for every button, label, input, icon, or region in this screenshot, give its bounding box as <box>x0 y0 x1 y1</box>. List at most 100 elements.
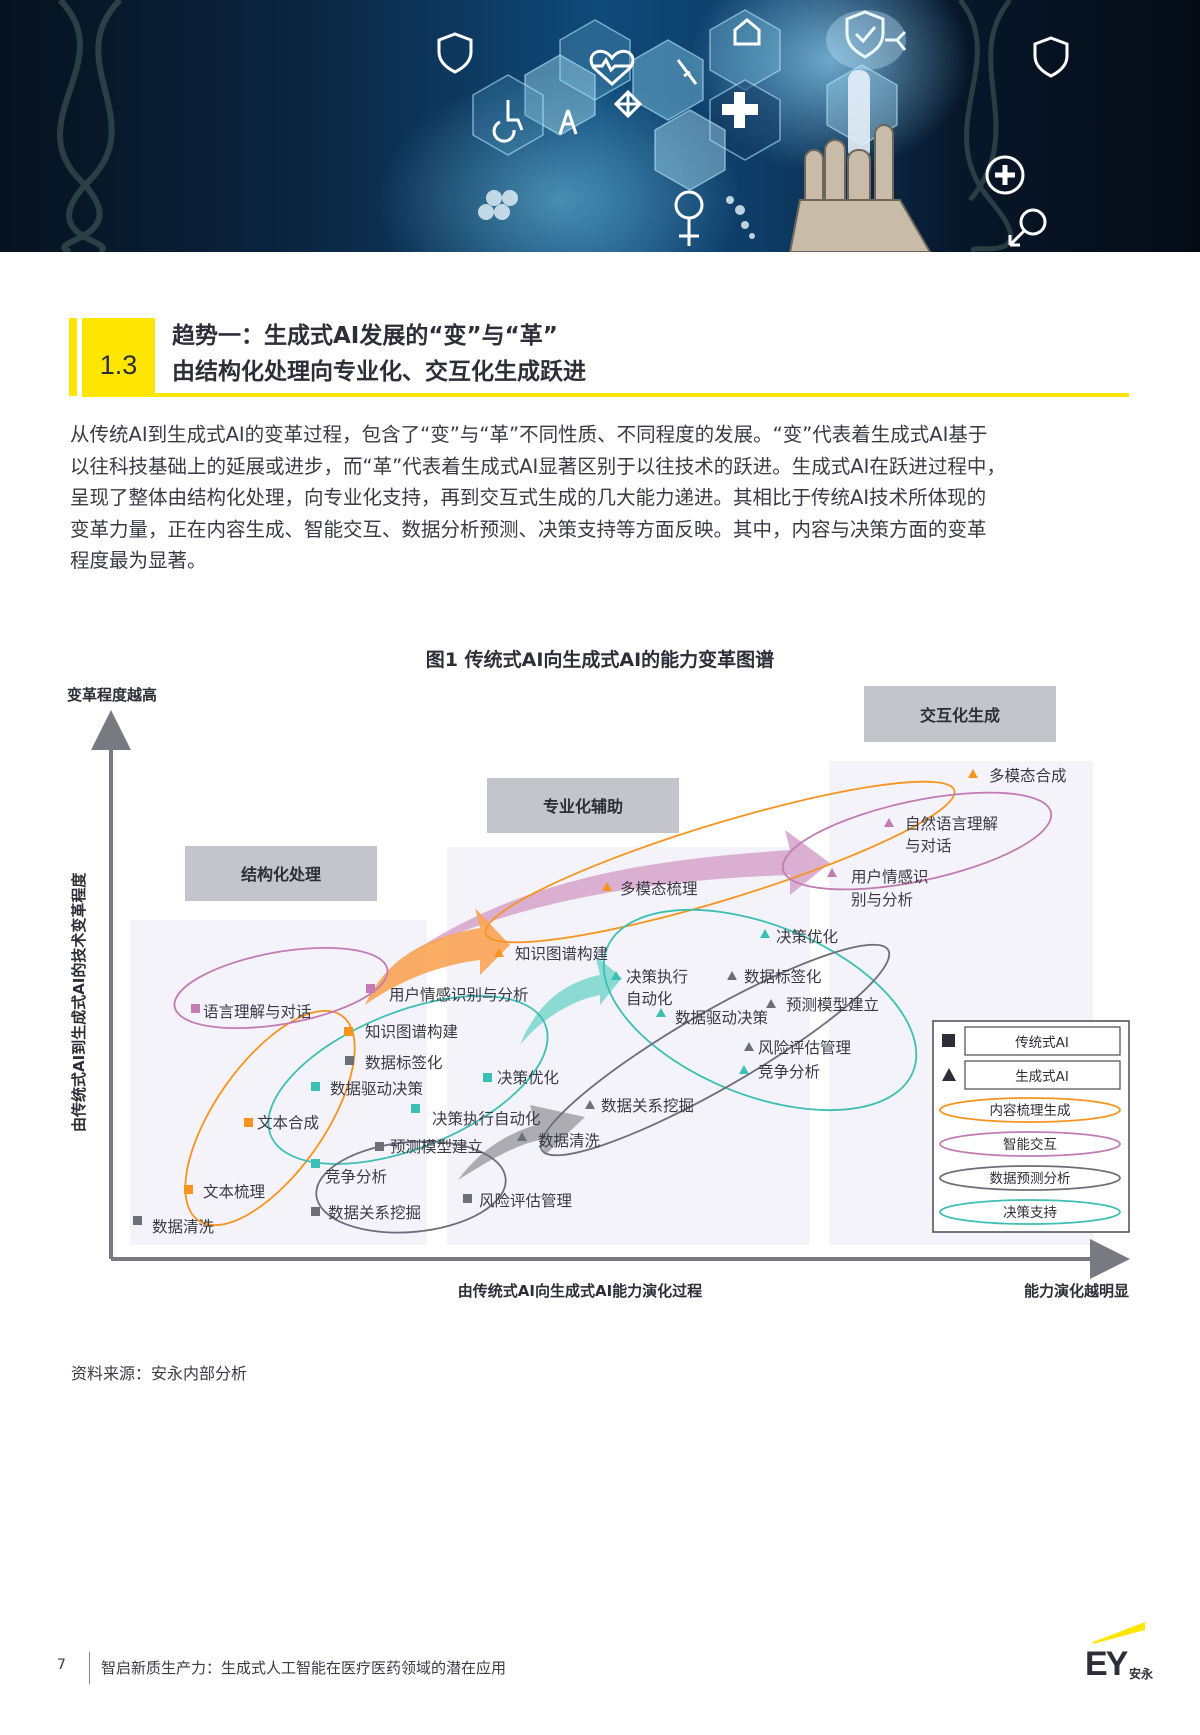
marker-square <box>133 1216 142 1225</box>
legend-square-icon <box>942 1034 955 1047</box>
source-note: 资料来源：安永内部分析 <box>71 1364 248 1383</box>
stage3-header-box <box>864 686 1056 742</box>
legend-label: 智能交互 <box>1003 1136 1057 1153</box>
point-label: 决策优化 <box>776 928 838 946</box>
marker-square <box>463 1194 472 1203</box>
content-ellipse <box>184 1009 356 1227</box>
point-label: 决策优化 <box>497 1069 559 1087</box>
marker-square <box>184 1185 193 1194</box>
accent-bar <box>69 318 77 396</box>
marker-triangle <box>766 999 776 1008</box>
body-line: 呈现了整体由结构化处理，向专业化支持，再到交互式生成的几大能力递进。其相比于传统… <box>70 486 987 509</box>
legend-ellipse-interaction <box>939 1131 1121 1157</box>
marker-triangle <box>656 1008 666 1017</box>
marker-square <box>411 1104 420 1113</box>
body-line: 以往科技基础上的延展或进步，而“革”代表着生成式AI显著区别于以往技术的跃进。生… <box>70 454 1006 478</box>
marker-triangle <box>611 971 621 980</box>
robot-hand-icon <box>788 124 932 252</box>
point-label: 别与分析 <box>851 891 913 909</box>
body-line: 变革力量，正在内容生成、智能交互、数据分析预测、决策支持等方面反映。其中，内容与… <box>70 517 987 541</box>
point-label: 数据驱动决策 <box>330 1080 423 1098</box>
interaction-ellipse <box>173 946 389 1030</box>
marker-triangle <box>744 1042 754 1051</box>
point-label: 用户情感识 <box>851 868 929 886</box>
point-label: 数据标签化 <box>744 968 822 986</box>
glow-finger <box>848 70 870 160</box>
marker-triangle <box>968 769 978 778</box>
marker-square <box>191 1004 200 1013</box>
ey-logo: EY 安永 <box>1085 1618 1165 1684</box>
point-label: 自动化 <box>626 990 673 1008</box>
point-label: 决策执行自动化 <box>432 1110 541 1128</box>
molecule-network-icon <box>613 89 643 119</box>
point-label: 与对话 <box>905 837 952 855</box>
shield-car-icon <box>1033 36 1069 78</box>
legend-label: 内容梳理生成 <box>990 1102 1071 1119</box>
banner-illustration <box>57 0 1069 252</box>
point-label: 竞争分析 <box>758 1063 820 1081</box>
shield-people-icon <box>437 32 473 74</box>
circle-plus-icon <box>985 155 1025 195</box>
footer-divider <box>89 1652 90 1684</box>
chart-legend: 传统式AI 生成式AI 内容梳理生成 智能交互 数据预测分析 决策支持 <box>932 1020 1130 1233</box>
point-label: 知识图谱构建 <box>365 1023 458 1041</box>
point-label: 竞争分析 <box>325 1168 387 1186</box>
body-line: 程度最为显著。 <box>70 549 207 572</box>
marker-triangle <box>585 1100 595 1109</box>
wheelchair-icon <box>492 100 524 143</box>
section-underline <box>82 393 1129 397</box>
section-title-line2: 由结构化处理向专业化、交互化生成跃进 <box>172 359 586 385</box>
point-label: 预测模型建立 <box>786 996 879 1014</box>
plus-icon <box>722 92 758 128</box>
marker-square <box>344 1027 353 1036</box>
point-label: 多模态梳理 <box>620 880 698 898</box>
ey-logo-cn: 安永 <box>1129 1667 1154 1681</box>
section-title-line1: 趋势一：生成式AI发展的“变”与“革” <box>172 323 558 349</box>
stage1-header-box <box>185 846 377 901</box>
decision-flow-arrow <box>520 955 622 1045</box>
legend-label: 生成式AI <box>1015 1069 1069 1085</box>
section-title: 趋势一：生成式AI发展的“变”与“革” 由结构化处理向专业化、交互化生成跃进 <box>172 318 586 390</box>
point-label: 数据驱动决策 <box>675 1009 768 1027</box>
decision-ellipse <box>267 995 549 1165</box>
y-axis-label: 由传统式AI到生成式AI的技术变革程度 <box>70 872 88 1132</box>
ey-beam-icon <box>1093 1622 1145 1644</box>
page-number: 7 <box>57 1657 66 1673</box>
point-label: 风险评估管理 <box>479 1192 572 1210</box>
body-paragraph: 从传统AI到生成式AI的变革过程，包含了“变”与“革”不同性质、不同程度的发展。… <box>70 419 1130 577</box>
content-flow-arrow <box>365 908 510 1005</box>
point-label: 知识图谱构建 <box>515 945 608 963</box>
molecule-icon <box>726 196 755 239</box>
marker-square <box>483 1073 492 1082</box>
legend-label: 传统式AI <box>1015 1035 1069 1051</box>
point-label: 用户情感识别与分析 <box>389 986 529 1004</box>
stage2-header-box <box>487 778 679 833</box>
marker-square <box>311 1207 320 1216</box>
shield-check-icon <box>845 10 885 59</box>
point-label: 数据关系挖掘 <box>601 1097 694 1115</box>
interaction-ellipse <box>781 791 1053 891</box>
dna-helix-icon <box>57 0 123 252</box>
body-line: 从传统AI到生成式AI的变革过程，包含了“变”与“革”不同性质、不同程度的发展。… <box>70 423 988 446</box>
y-axis-top-label: 变革程度越高 <box>67 686 157 704</box>
legend-label: 数据预测分析 <box>990 1171 1071 1187</box>
antenna-tower-icon <box>558 109 578 135</box>
marker-triangle <box>760 929 770 938</box>
legend-label: 决策支持 <box>1003 1204 1057 1221</box>
marker-triangle <box>494 948 504 957</box>
marker-triangle <box>827 868 837 877</box>
marker-triangle <box>517 1132 527 1141</box>
header-banner-image <box>0 0 1200 252</box>
figure-title: 图1 传统式AI向生成式AI的能力变革图谱 <box>425 649 775 671</box>
marker-square <box>311 1159 320 1168</box>
point-label: 多模态合成 <box>989 767 1067 785</box>
section-number: 1.3 <box>99 349 138 380</box>
marker-triangle <box>739 1065 749 1074</box>
point-label: 风险评估管理 <box>758 1039 851 1057</box>
hexagon-tile <box>654 109 726 191</box>
section-number-block <box>82 318 155 396</box>
male-symbol-icon <box>1019 208 1047 236</box>
stage2-label: 专业化辅助 <box>543 797 623 816</box>
marker-square <box>366 984 375 993</box>
